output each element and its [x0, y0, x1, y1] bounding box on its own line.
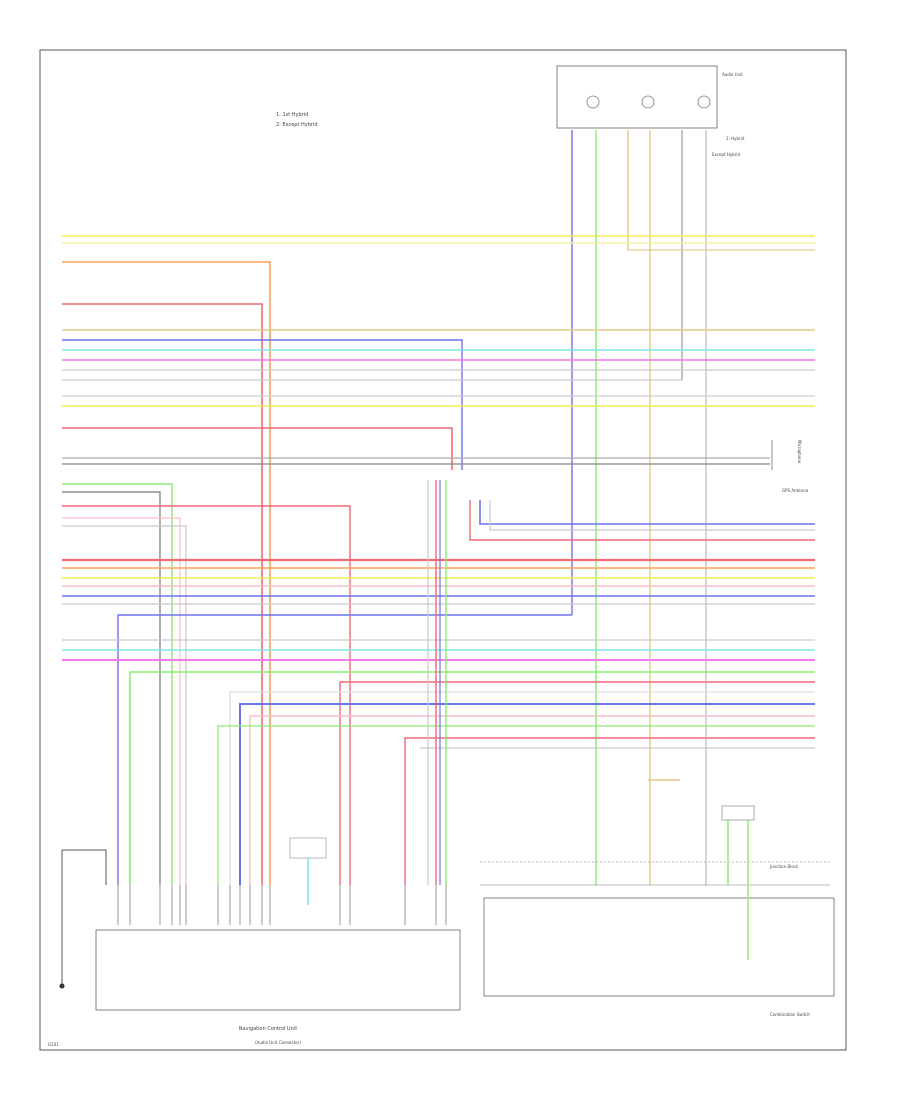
legend-right-line-1: 1: Hybrid	[726, 136, 745, 141]
legend-top-line-1: 1: 1st Hybrid	[276, 112, 308, 118]
legend-right-line-2: Except Hybrid	[712, 152, 741, 157]
wire-gray	[489, 500, 815, 531]
wire-gray	[62, 525, 187, 885]
speaker-icon	[641, 95, 655, 109]
wire-blue	[117, 614, 572, 885]
wire-red	[404, 737, 815, 885]
wire-blue	[239, 703, 815, 885]
wire-pink	[62, 517, 181, 885]
junction-block-label: Junction Block	[769, 864, 799, 869]
navigation-control-unit-sub: (Audio Unit Connector)	[255, 1040, 301, 1045]
navigation-control-unit-box	[95, 929, 461, 1011]
diagram-border	[39, 49, 847, 1051]
wire-red	[469, 500, 815, 541]
ground-icon	[59, 983, 65, 989]
combination-switch-box	[483, 897, 835, 997]
wire-blue	[62, 339, 463, 470]
ground-wire	[62, 849, 107, 885]
speaker-icon	[586, 95, 600, 109]
combination-switch-label: Combination Switch	[770, 1012, 810, 1017]
navigation-control-unit-label: Navigation Control Unit	[239, 1026, 297, 1032]
ground-label: G501	[48, 1042, 59, 1047]
mic-label: Microphone	[797, 440, 802, 464]
audio-unit-box	[556, 65, 718, 129]
switch-connector	[721, 805, 755, 821]
wire-orange	[62, 261, 271, 885]
speaker-icon	[697, 95, 711, 109]
wire-red	[62, 427, 453, 470]
connector-pins	[117, 885, 447, 925]
wire-red	[339, 681, 815, 885]
legend-top-line-2: 2: Except Hybrid	[276, 122, 318, 128]
wire-pink	[249, 715, 815, 885]
wire-dark	[62, 491, 161, 885]
audio-unit-label: Audio Unit	[722, 72, 743, 77]
wire-red	[62, 303, 263, 885]
wire-green	[129, 671, 815, 885]
wire-gray	[229, 691, 815, 885]
wire-green	[62, 483, 173, 885]
wire-red	[62, 505, 351, 885]
antenna-label: GPS Antenna	[782, 488, 809, 493]
junction-connector	[289, 837, 327, 859]
wire-blue	[479, 500, 815, 525]
wire-green	[217, 725, 815, 885]
